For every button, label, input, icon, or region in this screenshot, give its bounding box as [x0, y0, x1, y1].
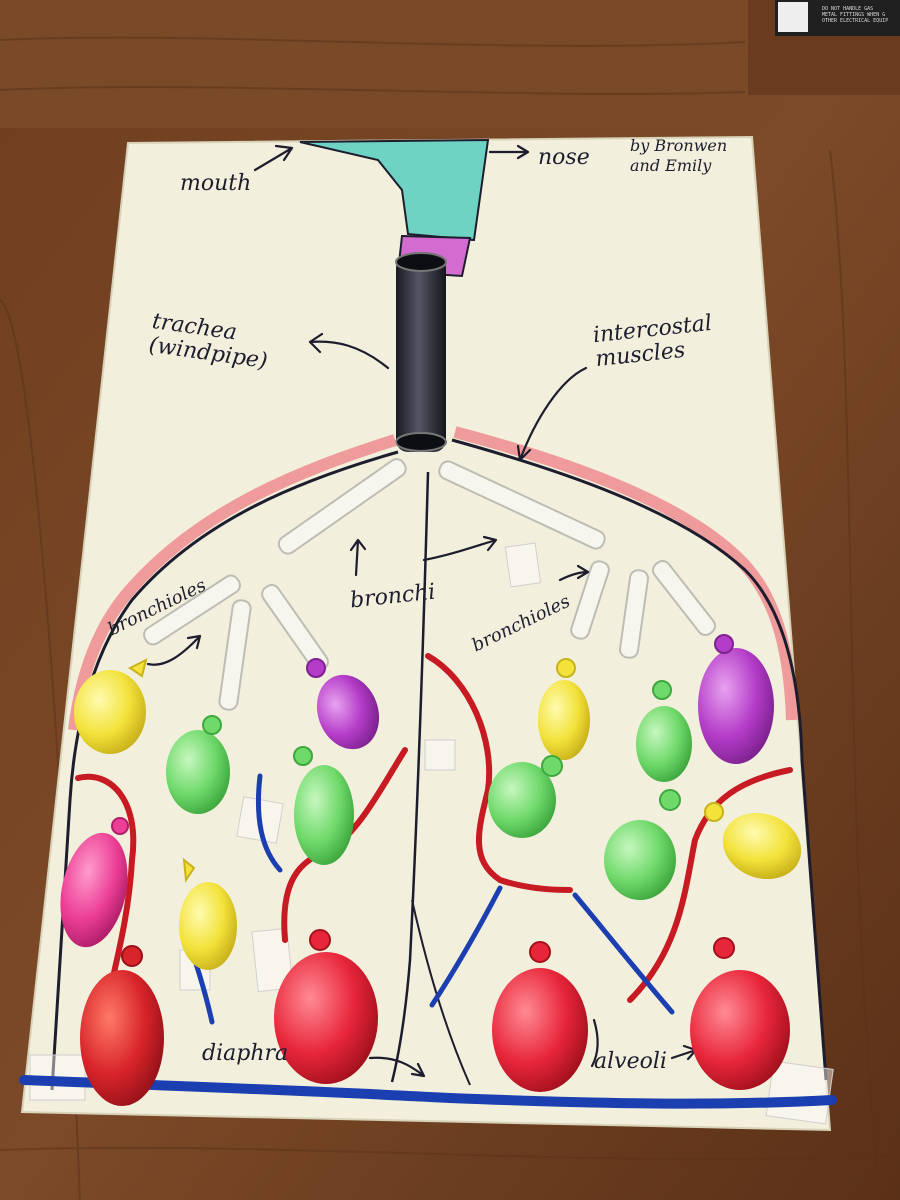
- nasal-cavity: [299, 138, 490, 242]
- label-credit: by Bronwen and Emily: [630, 136, 728, 175]
- lung-outline-right: [451, 438, 828, 1081]
- balloon-green-3: [636, 680, 692, 782]
- straw-bronchus-left: [277, 458, 407, 555]
- label-nose: nose: [538, 145, 590, 170]
- bronchi-arrow-up: [349, 538, 367, 577]
- straw-bronchus-right: [438, 460, 606, 550]
- table-back-board: [0, 0, 745, 128]
- diaphragm-arrow: [368, 1056, 426, 1078]
- balloon-red-3: [492, 941, 588, 1092]
- balloon-green-2: [293, 746, 354, 865]
- equipment-warning-text: DO NOT HANDLE GAS METAL FITTINGS WHEN G …: [822, 6, 889, 24]
- trachea-tube-top: [395, 252, 447, 272]
- label-alveoli: alveoli: [594, 1049, 667, 1074]
- balloon-red-4: [690, 937, 790, 1090]
- intercostal-arrow: [516, 366, 588, 462]
- label-arrows: [146, 144, 698, 1078]
- balloon-green-1: [166, 715, 230, 814]
- alveoli-arrow-left: [590, 1018, 599, 1068]
- trachea-arrow: [308, 332, 390, 370]
- blue-yarn-vessels: [182, 773, 675, 1025]
- bronchioles-right-arrow: [558, 564, 590, 582]
- balloon-purple-1: [306, 658, 380, 750]
- equipment-box-edge: [778, 2, 808, 32]
- balloon-yellow-1: [74, 658, 148, 754]
- mediastinum-line-2: [411, 899, 471, 1086]
- straw-bronchiole-1: [143, 574, 241, 646]
- label-mouth: mouth: [180, 171, 252, 196]
- mediastinum-line: [390, 471, 430, 1083]
- bronchi-arrow-right: [422, 535, 498, 562]
- trachea-tube: [396, 256, 446, 452]
- label-diaphragm: diaphra: [202, 1041, 289, 1066]
- straw-bronchiole-4: [570, 560, 610, 640]
- balloon-green-5: [604, 789, 681, 900]
- straw-bronchiole-2: [218, 599, 252, 711]
- straw-bronchiole-6: [652, 560, 716, 636]
- balloon-purple-2: [698, 634, 774, 764]
- trachea-tube-bottom: [395, 432, 447, 452]
- nose-arrow: [488, 144, 530, 160]
- balloon-yellow-4: [704, 802, 802, 880]
- lung-outline-left: [50, 450, 399, 1091]
- balloon-green-4: [488, 755, 563, 838]
- intercostal-muscle-left: [68, 434, 397, 731]
- balloon-yellow-3: [538, 658, 590, 760]
- balloon-yellow-2: [179, 857, 237, 970]
- balloon-pink-1: [60, 817, 129, 948]
- balloons: [60, 634, 802, 1106]
- mouth-arrow: [253, 144, 294, 172]
- bronchioles-left-arrow: [146, 634, 202, 666]
- intercostal-muscle-right: [453, 426, 798, 721]
- balloon-red-2: [274, 929, 378, 1084]
- balloon-red-1: [80, 945, 164, 1106]
- straw-bronchiole-5: [618, 569, 650, 659]
